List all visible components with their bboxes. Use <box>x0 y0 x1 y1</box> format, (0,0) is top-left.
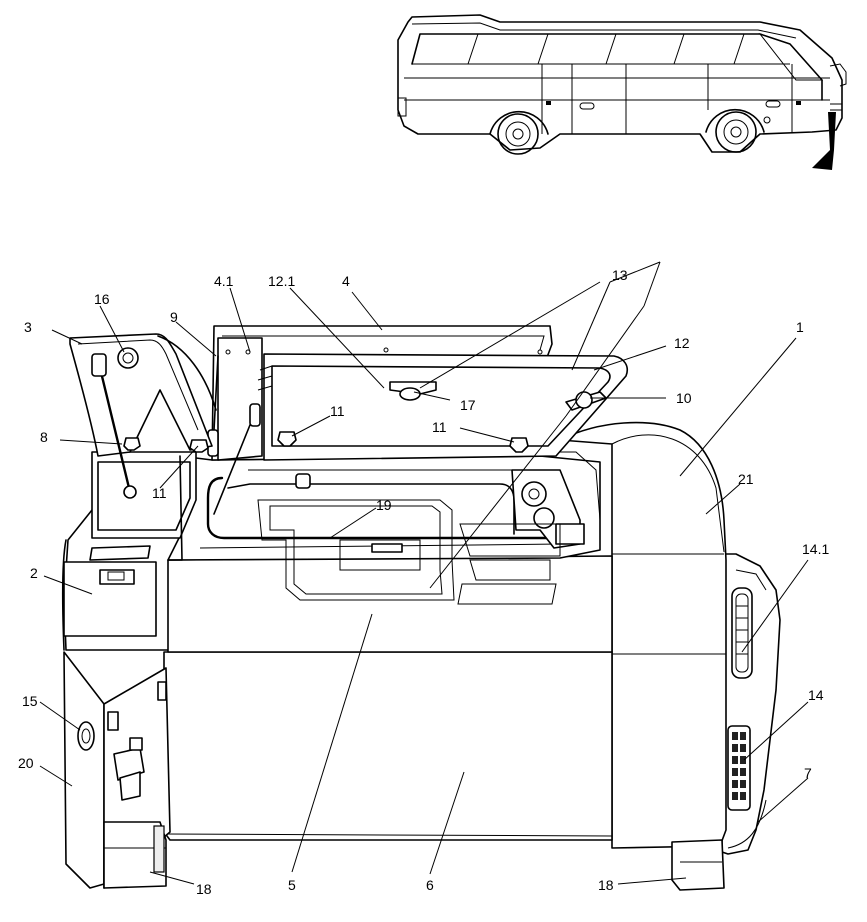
door-hinge-2 <box>119 771 141 801</box>
lower-panel <box>163 651 613 841</box>
callout-13: 13 <box>612 267 628 283</box>
callout-16: 16 <box>94 291 110 307</box>
callout-11-left: 11 <box>152 485 167 501</box>
callout-14: 14 <box>808 687 824 703</box>
front-cap <box>559 421 727 849</box>
callout-labels: 1 2 3 4 4.1 5 6 7 8 9 10 11 11 11 12 12.… <box>18 267 829 897</box>
callout-1: 1 <box>796 319 804 335</box>
callout-7: 7 <box>804 765 812 781</box>
callout-12-1: 12.1 <box>268 273 295 289</box>
gas-strut <box>213 355 219 431</box>
callout-4-1: 4.1 <box>214 273 234 289</box>
door-20 <box>63 651 105 889</box>
latch-lid-right <box>509 437 529 453</box>
callout-12: 12 <box>674 335 690 351</box>
latch-lid-left <box>277 431 297 447</box>
knob-16 <box>117 347 139 369</box>
indicator-light <box>731 587 753 679</box>
callout-18-left: 18 <box>196 881 212 897</box>
lid-strut <box>213 419 253 515</box>
callout-5: 5 <box>288 877 296 893</box>
bus-overview <box>397 14 847 170</box>
latch-left <box>123 437 141 451</box>
callout-18-right: 18 <box>598 877 614 893</box>
callout-4: 4 <box>342 273 350 289</box>
cap <box>295 473 311 489</box>
callout-19: 19 <box>376 497 392 513</box>
callout-11-right: 11 <box>432 419 447 435</box>
callout-20: 20 <box>18 755 34 771</box>
hinge-plate <box>89 545 151 561</box>
callout-11-middle: 11 <box>330 403 345 419</box>
callout-17: 17 <box>460 397 476 413</box>
strip <box>371 543 403 553</box>
hinge-panel <box>217 337 263 461</box>
callout-10: 10 <box>676 390 692 406</box>
bus-front-cutaway <box>61 325 781 891</box>
flap-3 <box>69 333 213 457</box>
latch-middle <box>189 439 209 453</box>
lid-shadow <box>257 499 561 605</box>
flap-strut <box>98 366 132 494</box>
callout-9: 9 <box>170 309 178 325</box>
leader-lines <box>39 261 809 885</box>
door-handle <box>77 721 95 751</box>
lid-12 <box>263 353 629 461</box>
lamp-cluster <box>727 725 751 811</box>
callout-2: 2 <box>30 565 38 581</box>
small-compartment <box>91 451 197 539</box>
step-right <box>671 839 725 891</box>
callout-6: 6 <box>426 877 434 893</box>
callout-3: 3 <box>24 319 32 335</box>
callout-15: 15 <box>22 693 38 709</box>
step-left <box>103 821 167 889</box>
callout-14-1: 14.1 <box>802 541 829 557</box>
callout-21: 21 <box>738 471 754 487</box>
callout-8: 8 <box>40 429 48 445</box>
